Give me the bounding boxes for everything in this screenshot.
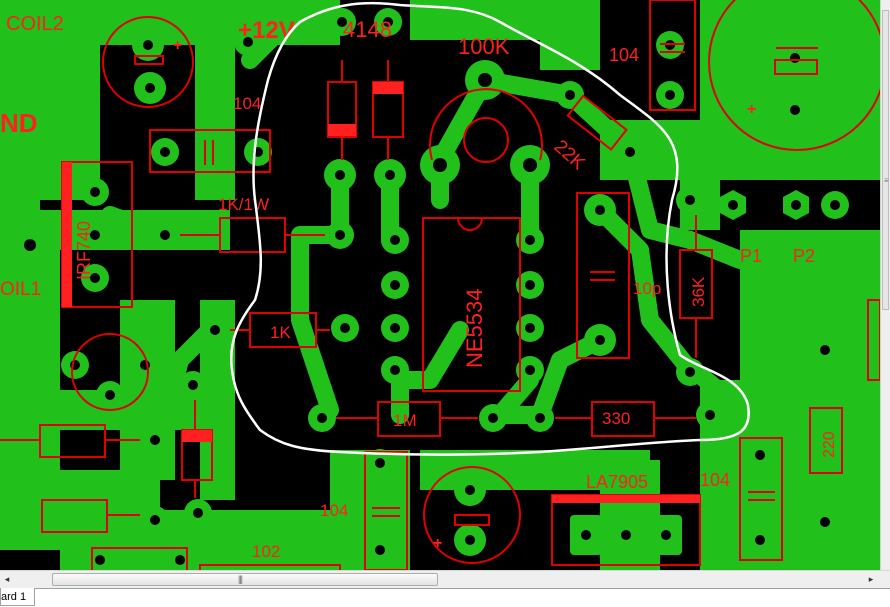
- label-gnd: ND: [0, 108, 38, 138]
- horizontal-scrollbar[interactable]: ◂ ||| ▸: [0, 570, 890, 588]
- label-coil1: OIL1: [0, 279, 41, 300]
- horizontal-scroll-thumb[interactable]: |||: [52, 573, 438, 586]
- scroll-left-arrow-icon[interactable]: ◂: [4, 574, 10, 584]
- pads: [10, 8, 849, 570]
- label-10p: 10p: [633, 279, 661, 298]
- label-104-top-right: 104: [609, 45, 639, 65]
- label-1k: 1K: [270, 323, 291, 342]
- label-p2: P2: [793, 246, 815, 266]
- label-1k-1w: 1K/1W: [218, 195, 269, 214]
- label-ne5534: NE5534: [462, 288, 487, 368]
- horizontal-grip-icon: |||: [238, 574, 243, 584]
- label-plus-tr: +: [747, 101, 756, 118]
- vertical-grip-icon: ≡: [884, 176, 889, 185]
- label-36k: 36K: [689, 276, 708, 307]
- vertical-scroll-thumb[interactable]: ≡: [882, 10, 889, 310]
- scroll-right-arrow-icon[interactable]: ▸: [868, 574, 874, 584]
- label-22k: 22K: [550, 136, 589, 174]
- tab-label: ard 1: [1, 591, 27, 603]
- label-330: 330: [602, 409, 630, 428]
- vertical-scrollbar[interactable]: ≡: [880, 0, 890, 570]
- label-la7905: LA7905: [586, 472, 648, 492]
- label-102: 102: [252, 542, 280, 561]
- label-4148: 4148: [343, 17, 392, 42]
- label-p1: P1: [740, 246, 762, 266]
- label-104-bottom-mid: 104: [320, 501, 348, 520]
- label-1m: 1M: [393, 411, 417, 430]
- label-plus-tl: +: [173, 37, 182, 54]
- label-irf740: IRF740: [74, 221, 94, 280]
- label-100k: 100K: [458, 34, 510, 59]
- silkscreen-labels: COIL2 +12V 4148 100K 104 104 ND 1K/1W IR…: [0, 13, 838, 561]
- tab-board-1[interactable]: ard 1: [0, 588, 36, 606]
- label-plus-bm: +: [433, 535, 442, 552]
- pcb-canvas[interactable]: COIL2 +12V 4148 100K 104 104 ND 1K/1W IR…: [0, 0, 880, 570]
- label-104-bottom-right: 104: [700, 470, 730, 490]
- freehand-annotation: [229, 1, 750, 456]
- label-220: 220: [821, 431, 838, 458]
- sheet-tab-bar: ard 1: [0, 588, 890, 607]
- label-104-top-left: 104: [233, 94, 261, 113]
- label-coil2: COIL2: [6, 13, 64, 35]
- silkscreen-outlines: [0, 0, 880, 570]
